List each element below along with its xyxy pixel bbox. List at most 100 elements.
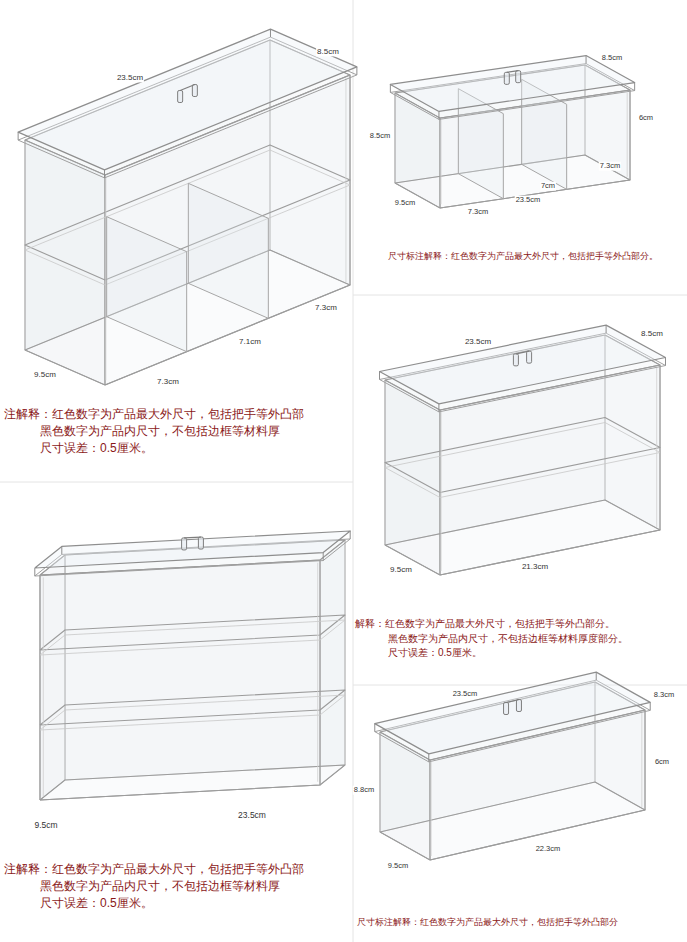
lid-edge (428, 754, 429, 762)
handle-bar (184, 536, 201, 538)
note-text: 尺寸误差：0.5厘米。 (388, 647, 482, 659)
divider-wall (107, 217, 187, 352)
side-face (380, 732, 430, 860)
lid-edge (650, 702, 651, 710)
divider-wall (188, 183, 268, 318)
dimension-label: 7.3cm (467, 208, 489, 217)
front-face (40, 560, 320, 800)
note-text: 尺寸误差：0.5厘米。 (40, 442, 153, 456)
dimension-label: 21.3cm (521, 562, 549, 571)
dimension-label: 8.5cm (316, 47, 340, 56)
tier-rim (25, 250, 350, 385)
dimension-label: 9.5cm (33, 370, 57, 379)
box-drawings (18, 29, 665, 860)
handle-post (504, 703, 509, 715)
edge-glint (656, 368, 657, 527)
handle-post (182, 538, 187, 550)
note-text: 解释：红色数字为产品最大外尺寸，包括把手等外凸部分。 (355, 618, 615, 630)
note-text: 注解释：红色数字为产品最大外尺寸，包括把手等外凸部 (4, 863, 304, 877)
dimension-label: 8.8cm (353, 786, 375, 795)
lid-edge (586, 56, 587, 64)
tier-rim (40, 615, 345, 650)
dimension-label: 7cm (540, 182, 556, 191)
tier-rim (385, 500, 660, 575)
lid-top (380, 325, 666, 404)
dimension-label: 7.3cm (599, 162, 621, 171)
acrylic-box (380, 325, 666, 575)
tier-rim (40, 620, 345, 655)
handle-bar (516, 351, 529, 354)
lid-edge (323, 553, 324, 561)
side-face (320, 540, 345, 785)
dimension-label: 22.3cm (535, 845, 562, 854)
handle-post (516, 71, 521, 83)
dimension-label: 8.5cm (369, 132, 391, 141)
note-text: 尺寸标注解释：红色数字为产品最大外尺寸，包括把手等外凸部分。 (388, 252, 658, 262)
dimension-label: 8.5cm (640, 329, 664, 338)
lid-edge (374, 724, 375, 732)
edge-glint (441, 120, 442, 204)
note-text: 尺寸误差：0.5厘米。 (40, 897, 153, 911)
dimension-label: 7.3cm (156, 377, 180, 386)
tier-rim (380, 782, 645, 860)
acrylic-box (35, 531, 350, 800)
lid-edge (634, 83, 635, 91)
lid-edge (390, 84, 391, 92)
handle-post (516, 700, 521, 712)
dimension-label: 9.5cm (394, 199, 416, 208)
lid-edge (350, 531, 351, 539)
lid-edge (356, 67, 357, 75)
handle-post (178, 91, 183, 103)
dimension-label: 8.5cm (601, 54, 623, 63)
lid-edge (665, 358, 666, 366)
note-text: 尺寸标注解释：红色数字为产品最大外尺寸，包括把手等外凸部分 (357, 917, 618, 927)
dimension-label: 7.1cm (238, 337, 262, 346)
lid-top (35, 531, 350, 568)
dimension-label: 8.3cm (653, 691, 675, 700)
lid-top (390, 56, 634, 112)
acrylic-box (18, 29, 357, 385)
lid-edge (61, 546, 62, 554)
lid-edge (270, 29, 271, 37)
handle-post (527, 351, 532, 363)
handle-post (192, 85, 197, 97)
tier-rim (25, 150, 350, 285)
handle-post (504, 72, 509, 84)
dimension-label: 23.5cm (116, 73, 144, 82)
lid-edge (596, 672, 597, 680)
edge-glint (431, 762, 432, 856)
lid-edge (438, 404, 439, 412)
handle-post (513, 354, 518, 366)
dimension-label: 9.5cm (387, 862, 409, 871)
lid-top (18, 29, 357, 170)
dimension-label: 7.3cm (314, 303, 338, 312)
dimension-label: 23.5cm (237, 811, 267, 821)
lid-edge (438, 111, 439, 119)
note-text: 黑色数字为产品内尺寸，不包括边框等材料厚度部分。 (388, 633, 628, 645)
tier-rim (385, 423, 660, 498)
acrylic-box (375, 672, 650, 860)
tier-rim (40, 765, 345, 800)
edge-glint (43, 577, 44, 796)
tier-rim (25, 145, 350, 280)
acrylic-box (390, 56, 634, 208)
dimension-label: 23.5cm (464, 337, 492, 346)
tier-rim (385, 418, 660, 493)
side-face (395, 93, 440, 208)
handle-post (198, 537, 203, 549)
edge-glint (345, 78, 346, 282)
dimension-label: 23.5cm (452, 690, 479, 699)
lid-edge (379, 371, 380, 379)
handle-bar (180, 85, 195, 91)
tier-rim (395, 155, 630, 208)
panel-divider (353, 0, 354, 942)
edge-glint (441, 412, 442, 571)
lid-edge (606, 325, 607, 333)
edge-glint (317, 563, 318, 782)
dimension-label: 9.5cm (389, 565, 413, 574)
tier-rim (40, 690, 345, 725)
panel-divider (353, 685, 687, 686)
